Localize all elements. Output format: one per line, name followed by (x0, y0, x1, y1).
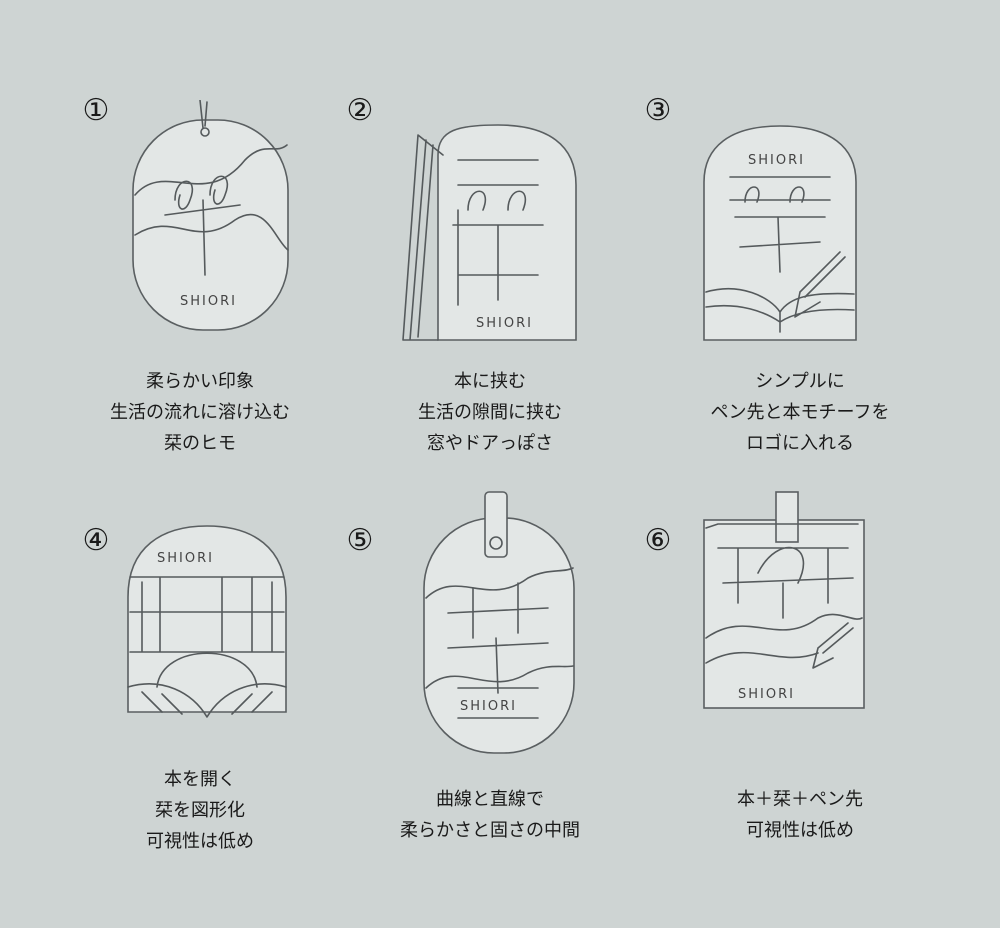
concept-6-logo-text: SHIORI (738, 687, 795, 702)
concept-4-sketch: SHIORI (122, 522, 292, 722)
concept-3-sketch: SHIORI (700, 122, 860, 344)
caption-line: 曲線と直線で (436, 789, 544, 810)
concept-1-sketch: SHIORI (125, 100, 295, 335)
concept-2-sketch: SHIORI (398, 115, 583, 350)
concept-1-caption: 柔らかい印象 生活の流れに溶け込む 栞のヒモ (50, 366, 350, 459)
concept-4-caption: 本を開く 栞を図形化 可視性は低め (50, 764, 350, 857)
concept-3-logo-text: SHIORI (748, 153, 805, 168)
caption-line: 本を開く (164, 769, 236, 790)
caption-line: シンプルに (755, 371, 845, 392)
concept-6-sketch: SHIORI (698, 488, 870, 713)
caption-line: 柔らかい印象 (146, 371, 254, 392)
concept-4-logo-text: SHIORI (157, 551, 214, 566)
concept-2-number: ② (346, 93, 374, 128)
caption-line: 栞を図形化 (155, 800, 245, 821)
caption-line: ロゴに入れる (746, 433, 854, 454)
concept-1-logo-text: SHIORI (180, 294, 237, 309)
concept-6-number: ⑥ (644, 523, 672, 558)
concept-6-caption: 本＋栞＋ペン先 可視性は低め (650, 784, 950, 846)
caption-line: 本＋栞＋ペン先 (737, 789, 863, 810)
concept-3-caption: シンプルに ペン先と本モチーフを ロゴに入れる (650, 366, 950, 459)
caption-line: ペン先と本モチーフを (710, 402, 890, 423)
caption-line: 生活の流れに溶け込む (110, 402, 290, 423)
caption-line: 本に挟む (454, 371, 526, 392)
caption-line: 可視性は低め (146, 831, 254, 852)
caption-line: 柔らかさと固さの中間 (400, 820, 580, 841)
concept-2-caption: 本に挟む 生活の隙間に挟む 窓やドアっぽさ (340, 366, 640, 459)
caption-line: 生活の隙間に挟む (418, 402, 562, 423)
caption-line: 可視性は低め (746, 820, 854, 841)
concept-5-caption: 曲線と直線で 柔らかさと固さの中間 (340, 784, 640, 846)
concept-5-number: ⑤ (346, 523, 374, 558)
concept-1-number: ① (82, 93, 110, 128)
concept-4-number: ④ (82, 523, 110, 558)
concept-5-logo-text: SHIORI (460, 699, 517, 714)
concept-3-number: ③ (644, 93, 672, 128)
caption-line: 栞のヒモ (164, 433, 236, 454)
concept-5-sketch: SHIORI (418, 488, 580, 758)
caption-line: 窓やドアっぽさ (427, 433, 553, 454)
concept-2-logo-text: SHIORI (476, 316, 533, 331)
